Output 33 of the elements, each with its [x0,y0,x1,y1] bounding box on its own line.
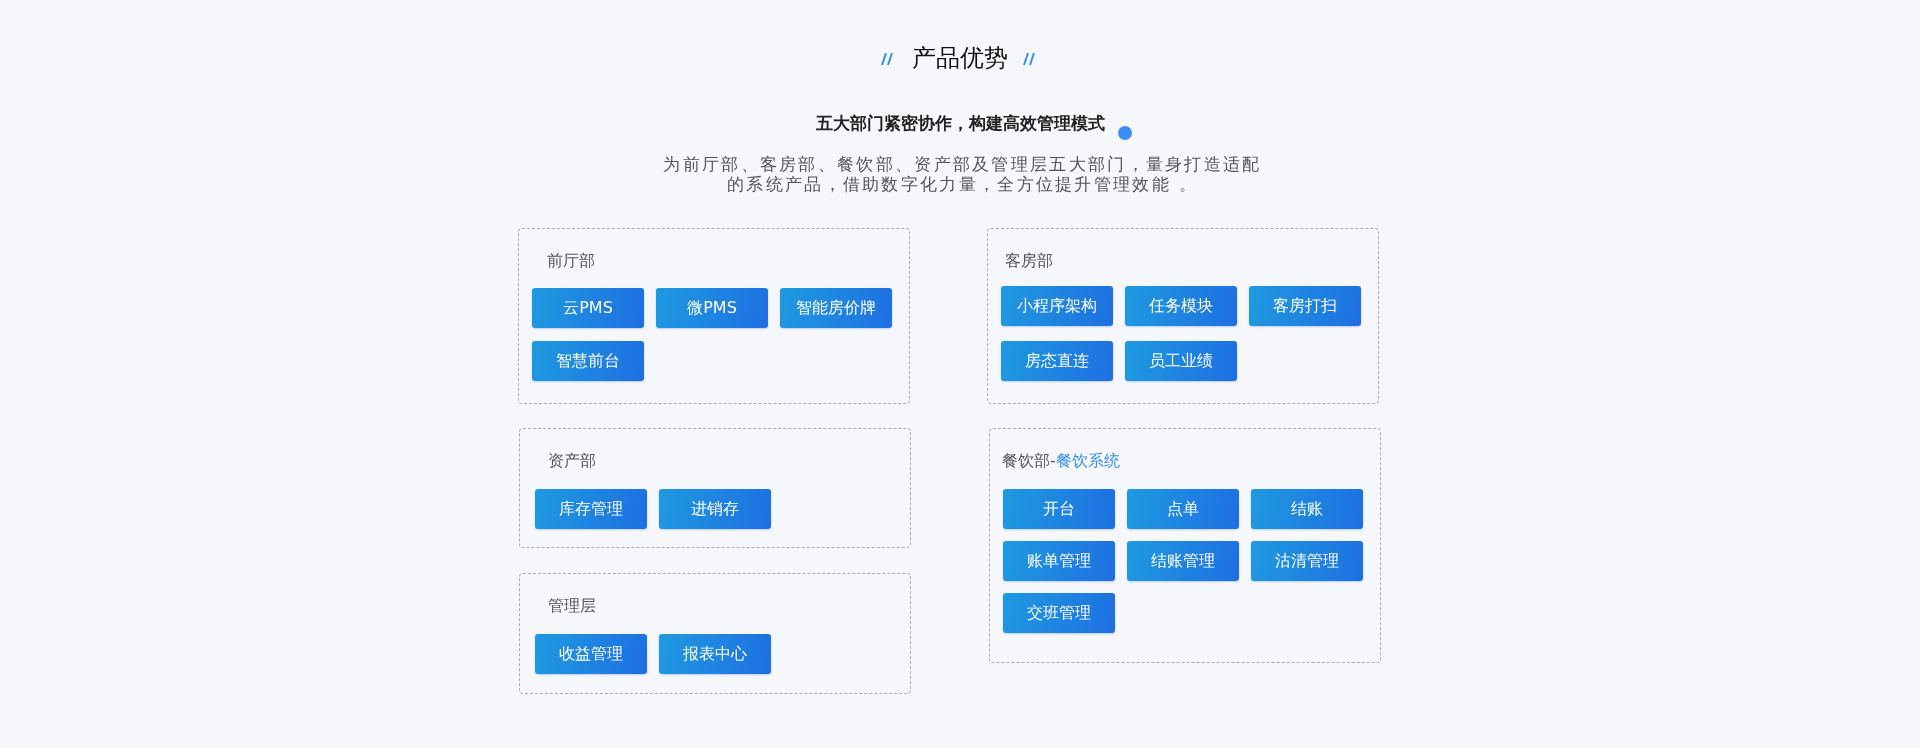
subtitle: 五大部门紧密协作，构建高效管理模式 [815,112,1105,135]
module-button: 小程序架构 [1001,286,1113,326]
module-button: 进销存 [659,489,771,529]
department-panel [518,228,910,404]
module-button: 账单管理 [1003,541,1115,581]
module-button: 客房打扫 [1249,286,1361,326]
department-panel [519,428,911,548]
department-panel [987,228,1379,404]
module-button: 房态直连 [1001,341,1113,381]
department-panel [989,428,1381,663]
module-button: 结账管理 [1127,541,1239,581]
module-button: 智慧前台 [532,341,644,381]
module-button: 收益管理 [535,634,647,674]
panel-heading: 资产部 [548,451,596,472]
module-button: 沽清管理 [1251,541,1363,581]
module-button: 报表中心 [659,634,771,674]
section-title: 产品优势 [912,43,1008,74]
module-button: 微PMS [656,288,768,328]
module-button: 智能房价牌 [780,288,892,328]
panel-heading: 客房部 [1005,251,1053,272]
module-button: 开台 [1003,489,1115,529]
module-button: 任务模块 [1125,286,1237,326]
module-button: 交班管理 [1003,593,1115,633]
module-button: 结账 [1251,489,1363,529]
module-button: 点单 [1127,489,1239,529]
description-text: 为前厅部、客房部、餐饮部、资产部及管理层五大部门，量身打造适配的系统产品，借助数字化力量，全方位提升管理效能 。 [662,154,1263,194]
module-button: 云PMS [532,288,644,328]
module-button: 员工业绩 [1125,341,1237,381]
panel-heading: 餐饮部-餐饮系统 [1002,451,1120,472]
panel-heading: 前厅部 [547,251,595,272]
module-button: 库存管理 [535,489,647,529]
department-panel [519,573,911,694]
panel-heading: 管理层 [548,596,596,617]
